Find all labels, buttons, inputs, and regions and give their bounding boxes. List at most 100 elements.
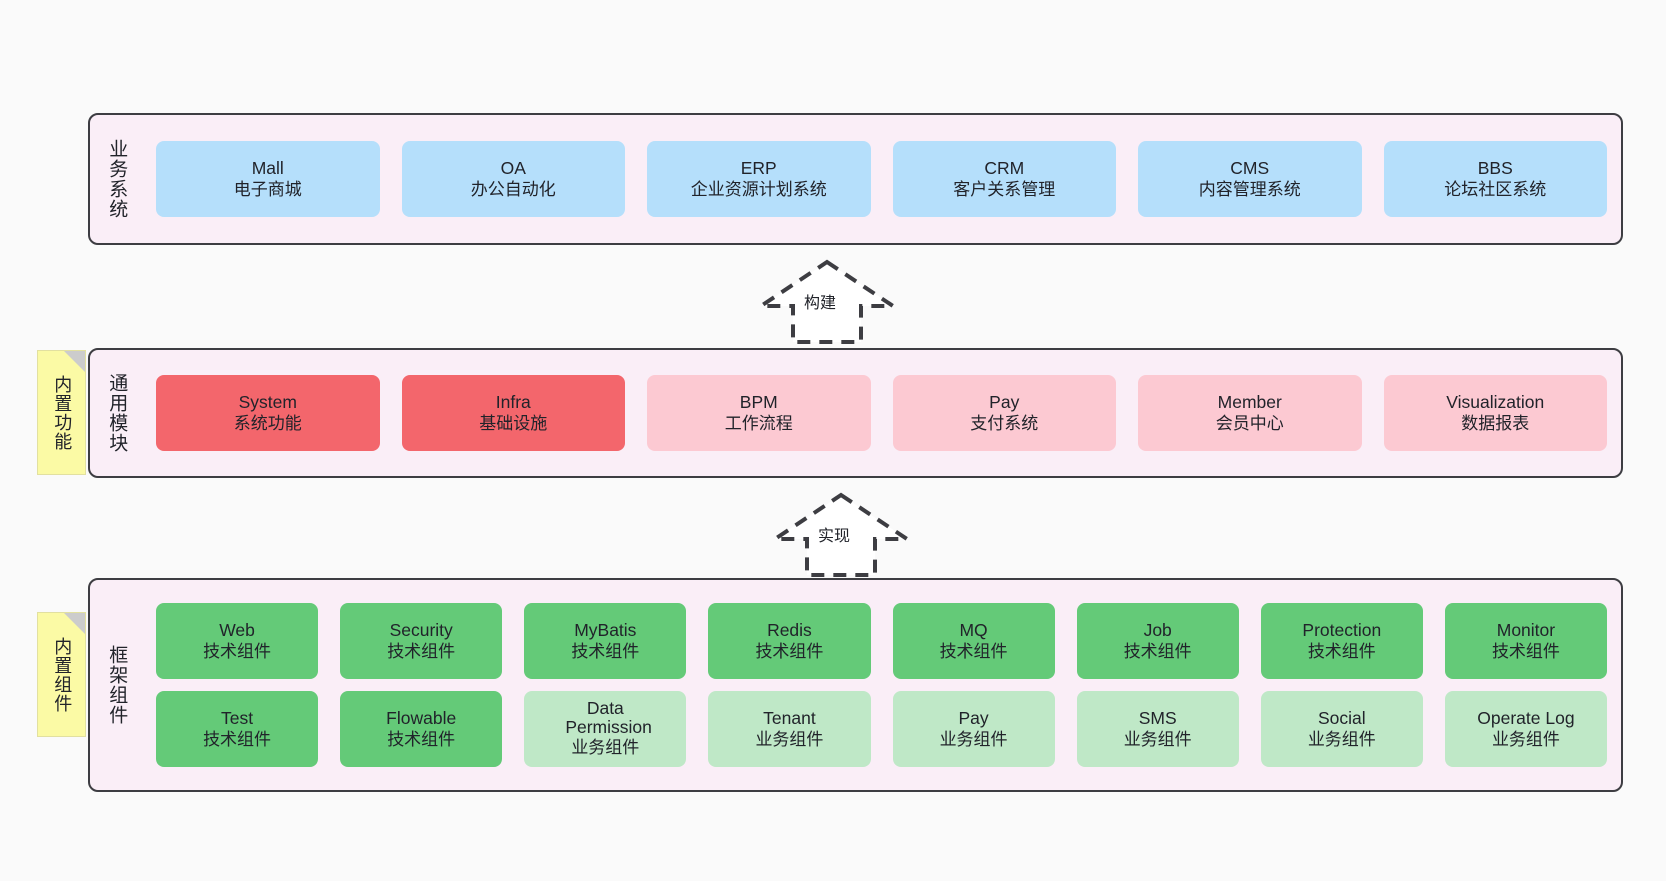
- component-card-sms[interactable]: SMS 业务组件: [1076, 691, 1239, 767]
- module-name: Infra: [495, 391, 531, 412]
- component-card-redis[interactable]: Redis 技术组件: [708, 603, 871, 679]
- module-name: CMS: [1230, 157, 1270, 178]
- component-card-security[interactable]: Security 技术组件: [340, 603, 503, 679]
- layer-title-framework-component: 框架组件: [106, 645, 128, 725]
- module-card-member[interactable]: Member 会员中心: [1138, 375, 1362, 451]
- component-name: Social: [1317, 707, 1366, 728]
- note-fold-corner-icon: [64, 613, 85, 634]
- layer-title-common-module: 通用模块: [106, 373, 128, 453]
- layer-common-module: 通用模块 System 系统功能 Infra 基础设施 BPM 工作流程 Pay…: [88, 348, 1623, 478]
- component-card-test[interactable]: Test 技术组件: [156, 691, 319, 767]
- component-card-pay[interactable]: Pay 业务组件: [892, 691, 1055, 767]
- implement-arrow-glyph: [768, 492, 914, 577]
- module-name: BBS: [1477, 157, 1513, 178]
- module-name: BPM: [739, 391, 778, 412]
- component-name: MyBatis: [574, 619, 637, 640]
- note-builtin-component: 内置组件: [37, 612, 86, 737]
- component-name: Web: [219, 619, 255, 640]
- component-type: 技术组件: [1491, 642, 1560, 662]
- component-type: 技术组件: [203, 730, 272, 750]
- component-type: 技术组件: [387, 642, 456, 662]
- component-type: 技术组件: [939, 642, 1008, 662]
- component-card-job[interactable]: Job 技术组件: [1076, 603, 1239, 679]
- note-builtin-function: 内置功能: [37, 350, 86, 475]
- component-type: 技术组件: [755, 642, 824, 662]
- component-type: 业务组件: [755, 730, 824, 750]
- module-name: Mall: [251, 157, 284, 178]
- layer-business-system: 业务系统 Mall 电子商城 OA 办公自动化 ERP 企业资源计划系统 CRM…: [88, 113, 1623, 245]
- component-name: Monitor: [1496, 619, 1556, 640]
- module-desc: 工作流程: [724, 414, 793, 434]
- row-business-components: Test 技术组件 Flowable 技术组件 Data Permission …: [156, 691, 1607, 767]
- module-name: Member: [1217, 391, 1282, 412]
- component-card-web[interactable]: Web 技术组件: [156, 603, 319, 679]
- row-business-systems: Mall 电子商城 OA 办公自动化 ERP 企业资源计划系统 CRM 客户关系…: [156, 141, 1607, 217]
- component-type: 技术组件: [571, 642, 640, 662]
- component-card-flowable[interactable]: Flowable 技术组件: [340, 691, 503, 767]
- module-card-bpm[interactable]: BPM 工作流程: [647, 375, 871, 451]
- module-card-oa[interactable]: OA 办公自动化: [401, 141, 625, 217]
- connector-implement: 实现: [768, 491, 914, 577]
- module-card-infra[interactable]: Infra 基础设施: [401, 375, 625, 451]
- connector-build-label: 构建: [804, 295, 837, 312]
- module-desc: 支付系统: [970, 414, 1039, 434]
- component-card-tenant[interactable]: Tenant 业务组件: [708, 691, 871, 767]
- module-card-bbs[interactable]: BBS 论坛社区系统: [1383, 141, 1607, 217]
- component-type: 技术组件: [1307, 642, 1376, 662]
- component-name: Flowable: [386, 707, 457, 728]
- component-type: 业务组件: [1491, 730, 1560, 750]
- module-card-system[interactable]: System 系统功能: [156, 375, 380, 451]
- note-label: 内置组件: [52, 636, 73, 713]
- module-desc: 客户关系管理: [953, 180, 1056, 200]
- module-name: CRM: [984, 157, 1025, 178]
- component-type: 业务组件: [1307, 730, 1376, 750]
- module-desc: 企业资源计划系统: [690, 180, 827, 200]
- row-tech-components: Web 技术组件 Security 技术组件 MyBatis 技术组件 Redi…: [156, 603, 1607, 679]
- component-type: 技术组件: [203, 642, 272, 662]
- module-card-cms[interactable]: CMS 内容管理系统: [1138, 141, 1362, 217]
- component-card-mybatis[interactable]: MyBatis 技术组件: [524, 603, 687, 679]
- component-type: 业务组件: [571, 738, 640, 758]
- build-arrow-glyph: [754, 259, 900, 344]
- component-name: SMS: [1138, 707, 1177, 728]
- module-desc: 系统功能: [233, 414, 302, 434]
- component-name: Security: [389, 619, 453, 640]
- component-card-social[interactable]: Social 业务组件: [1260, 691, 1423, 767]
- component-name: Redis: [767, 619, 812, 640]
- module-name: Visualization: [1446, 391, 1545, 412]
- component-name: Pay: [958, 707, 989, 728]
- layer-framework-component: 框架组件 Web 技术组件 Security 技术组件 MyBatis 技术组件…: [88, 578, 1623, 792]
- component-name: Operate Log: [1477, 707, 1575, 728]
- note-fold-corner-icon: [64, 351, 85, 372]
- layer-title-business-system: 业务系统: [106, 139, 128, 219]
- module-card-crm[interactable]: CRM 客户关系管理: [892, 141, 1116, 217]
- component-name: Job: [1143, 619, 1172, 640]
- component-name: MQ: [959, 619, 988, 640]
- module-desc: 办公自动化: [470, 180, 556, 200]
- module-card-erp[interactable]: ERP 企业资源计划系统: [647, 141, 871, 217]
- layer-body-framework-component: Web 技术组件 Security 技术组件 MyBatis 技术组件 Redi…: [142, 580, 1621, 790]
- component-name: Data Permission: [565, 697, 652, 738]
- row-common-modules: System 系统功能 Infra 基础设施 BPM 工作流程 Pay 支付系统…: [156, 375, 1607, 451]
- module-desc: 论坛社区系统: [1444, 180, 1547, 200]
- note-label: 内置功能: [52, 374, 73, 451]
- module-desc: 电子商城: [233, 180, 302, 200]
- component-card-operate-log[interactable]: Operate Log 业务组件: [1444, 691, 1607, 767]
- connector-implement-label: 实现: [818, 528, 851, 545]
- module-desc: 数据报表: [1461, 414, 1530, 434]
- component-name: Protection: [1302, 619, 1382, 640]
- component-card-protection[interactable]: Protection 技术组件: [1260, 603, 1423, 679]
- module-desc: 内容管理系统: [1198, 180, 1301, 200]
- component-type: 技术组件: [387, 730, 456, 750]
- layer-body-business-system: Mall 电子商城 OA 办公自动化 ERP 企业资源计划系统 CRM 客户关系…: [142, 115, 1621, 243]
- component-card-monitor[interactable]: Monitor 技术组件: [1444, 603, 1607, 679]
- component-card-mq[interactable]: MQ 技术组件: [892, 603, 1055, 679]
- module-desc: 会员中心: [1215, 414, 1284, 434]
- module-card-mall[interactable]: Mall 电子商城: [156, 141, 380, 217]
- module-name: Pay: [989, 391, 1020, 412]
- module-name: ERP: [740, 157, 777, 178]
- module-card-pay[interactable]: Pay 支付系统: [892, 375, 1116, 451]
- component-card-data-permission[interactable]: Data Permission 业务组件: [524, 691, 687, 767]
- module-card-visualization[interactable]: Visualization 数据报表: [1383, 375, 1607, 451]
